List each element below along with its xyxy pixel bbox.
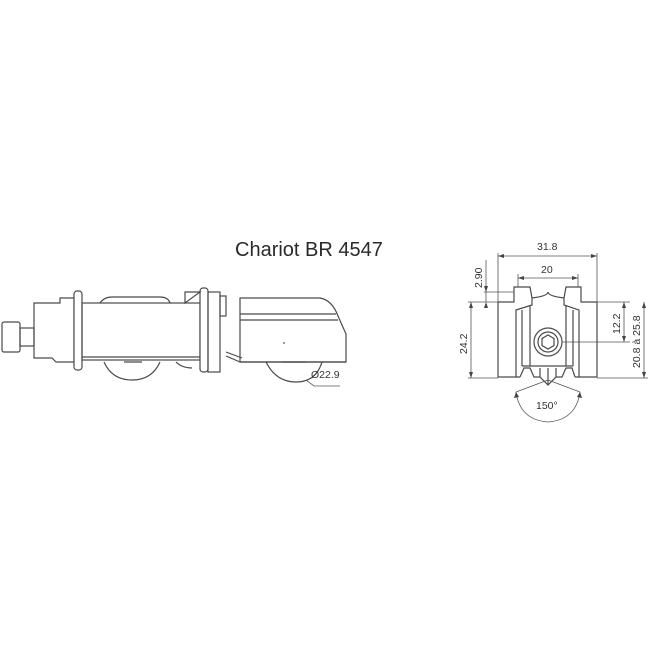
- front-view: 31.8 20 2.90 24.2 12.2 20.8 à 25.8: [458, 241, 648, 423]
- dim-axle-height: 12.2: [611, 313, 623, 334]
- bottom-wheel-left: [103, 361, 161, 381]
- main-body: [81, 302, 201, 361]
- dim-wheel-angle: 150°: [536, 400, 558, 412]
- dim-top-offset: 2.90: [473, 267, 485, 288]
- dim-overall-height: 24.2: [458, 333, 470, 354]
- right-bracket-plate: [207, 291, 221, 373]
- drawing-title: Chariot BR 4547: [235, 239, 383, 261]
- dim-inner-width: 20: [541, 264, 553, 276]
- dim-overall-width: 31.8: [537, 241, 558, 253]
- main-wheel: [265, 361, 323, 383]
- top-wheel-left: [99, 296, 171, 304]
- dim-adjustable-height: 20.8 à 25.8: [631, 315, 643, 368]
- hex-socket-icon: [541, 334, 555, 350]
- right-bracket: [199, 287, 209, 373]
- wheel-diameter-label: Ø22.9: [311, 369, 340, 381]
- knob-shaft: [19, 327, 35, 347]
- carriage-body: [239, 297, 347, 363]
- left-housing: [33, 297, 75, 363]
- side-view: Ø22.9: [1, 287, 347, 387]
- adjustment-knob: [1, 321, 21, 353]
- left-bracket: [73, 290, 83, 371]
